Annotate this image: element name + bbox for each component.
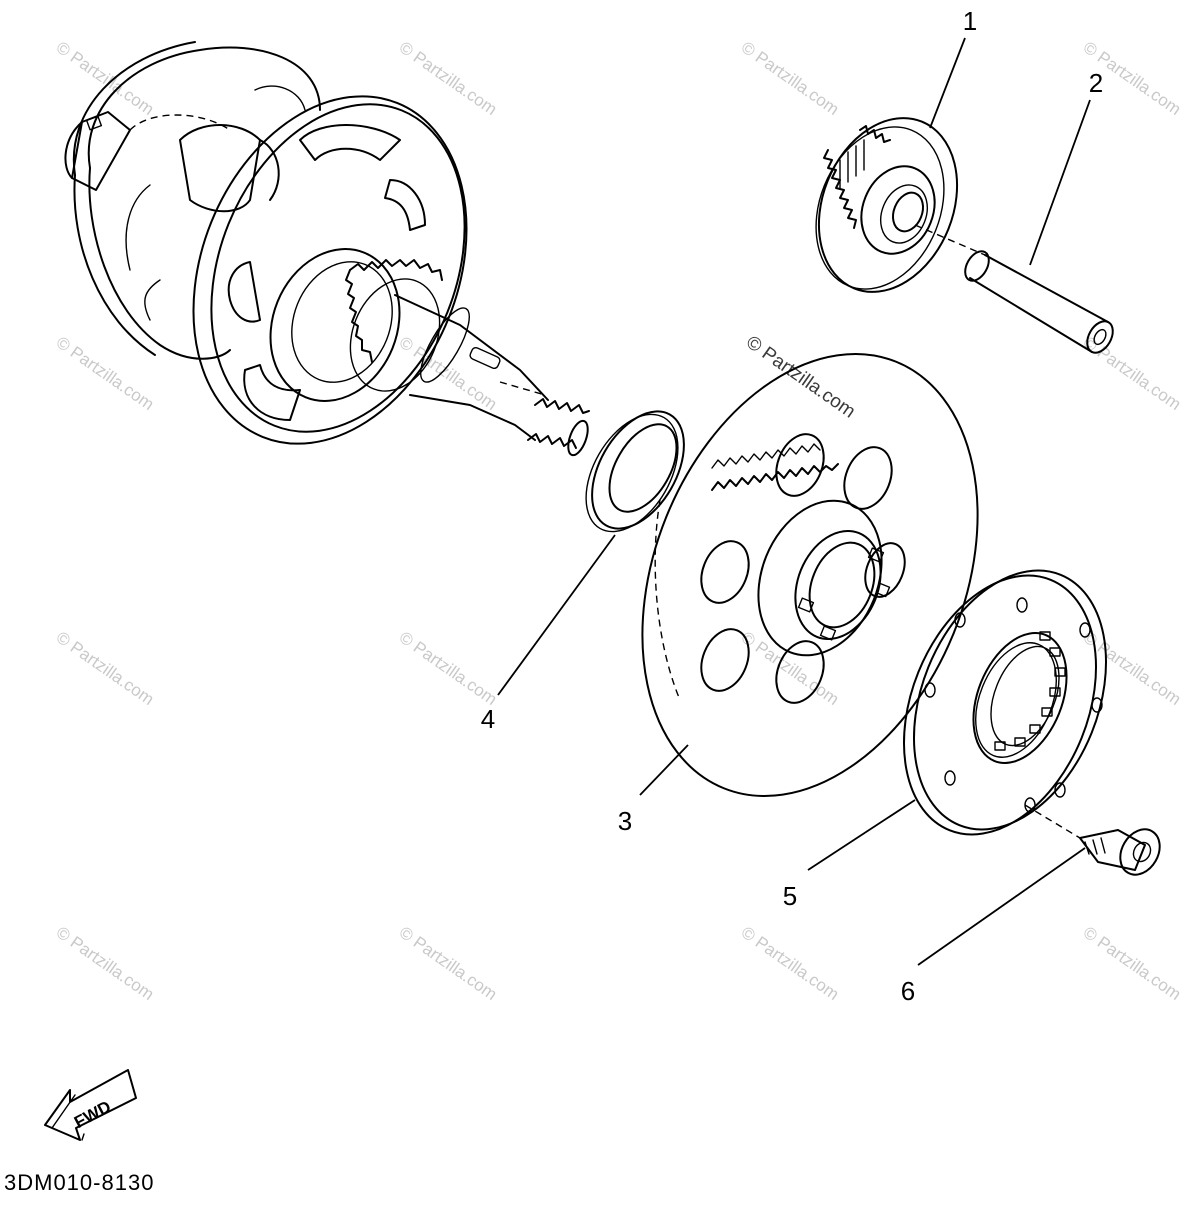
watermark: © Partzilla.com bbox=[53, 38, 158, 119]
callout-3: 3 bbox=[618, 806, 632, 836]
fwd-arrow-icon: FWD bbox=[44, 1069, 137, 1141]
fwd-label: FWD bbox=[71, 1097, 114, 1132]
callout-2: 2 bbox=[1089, 68, 1103, 98]
part-5-one-way-clutch bbox=[903, 569, 1107, 836]
part-4-washer bbox=[585, 410, 685, 533]
watermark: © Partzilla.com bbox=[1080, 923, 1185, 1004]
part-3-starter-wheel bbox=[641, 352, 979, 798]
part-6-bolt bbox=[1024, 804, 1161, 876]
diagram-code: 3DM010-8130 bbox=[4, 1170, 154, 1195]
callout-6: 6 bbox=[901, 976, 915, 1006]
watermark: © Partzilla.com bbox=[53, 628, 158, 709]
callout-5: 5 bbox=[783, 881, 797, 911]
part-1-idler-gear bbox=[815, 117, 959, 293]
watermark: © Partzilla.com bbox=[53, 923, 158, 1004]
watermark-layer: © Partzilla.com © Partzilla.com © Partzi… bbox=[53, 38, 1185, 1004]
watermark: © Partzilla.com bbox=[396, 38, 501, 119]
watermark-center: © Partzilla.com bbox=[742, 332, 859, 423]
crankshaft bbox=[64, 41, 590, 457]
part-2-shaft bbox=[914, 224, 1114, 354]
watermark: © Partzilla.com bbox=[738, 38, 843, 119]
callout-lines bbox=[497, 37, 1091, 966]
watermark: © Partzilla.com bbox=[396, 628, 501, 709]
watermark: © Partzilla.com bbox=[1080, 333, 1185, 414]
callout-1: 1 bbox=[963, 6, 977, 36]
watermark: © Partzilla.com bbox=[738, 923, 843, 1004]
watermark: © Partzilla.com bbox=[396, 923, 501, 1004]
callout-4: 4 bbox=[481, 704, 495, 734]
